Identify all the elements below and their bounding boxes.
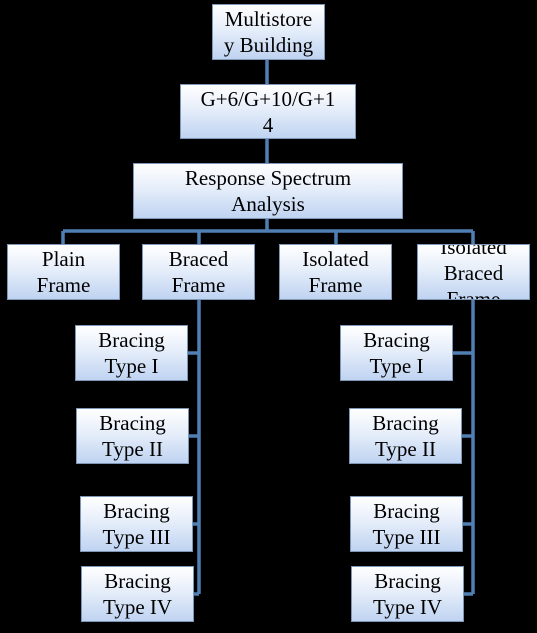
frame-isolated-braced-line-3: Frame <box>446 287 501 300</box>
analysis-line-1: Response Spectrum <box>184 166 352 190</box>
frame-isolated-braced-label: Isolated Braced Frame <box>418 244 529 300</box>
isolated-braced-type-2-label: Bracing Type II <box>350 410 461 462</box>
frame-plain-label: Plain Frame <box>8 246 119 298</box>
frame-isolated-label: Isolated Frame <box>280 246 391 298</box>
braced-type-2-node: Bracing Type II <box>76 408 189 464</box>
storeys-line-2: 4 <box>262 112 274 137</box>
braced-type-4-line-1: Bracing <box>104 569 171 593</box>
braced-type-4-line-2: Type IV <box>102 595 173 619</box>
isolated-braced-type-4-node: Bracing Type IV <box>351 566 464 622</box>
frame-plain-line-2: Frame <box>36 273 91 297</box>
isolated-braced-type-2-line-2: Type II <box>375 437 436 461</box>
braced-type-2-label: Bracing Type II <box>77 410 188 462</box>
frame-isolated-braced-node: Isolated Braced Frame <box>417 244 530 300</box>
frame-isolated-line-2: Frame <box>308 273 363 297</box>
root-line-1: Multistore <box>224 7 313 31</box>
braced-type-1-line-2: Type I <box>104 354 159 378</box>
isolated-braced-type-1-line-1: Bracing <box>363 328 430 352</box>
frame-isolated-line-1: Isolated <box>302 247 369 271</box>
braced-type-1-line-1: Bracing <box>98 328 165 352</box>
isolated-braced-type-1-line-2: Type I <box>369 354 424 378</box>
frame-plain-node: Plain Frame <box>7 244 120 300</box>
isolated-braced-type-4-label: Bracing Type IV <box>352 568 463 620</box>
frame-isolated-braced-line-2: Braced <box>443 261 504 285</box>
root-node: Multistore y Building <box>212 4 325 60</box>
isolated-braced-type-2-node: Bracing Type II <box>349 408 462 464</box>
isolated-braced-type-1-label: Bracing Type I <box>341 327 452 379</box>
analysis-line-2: Analysis <box>231 192 305 216</box>
isolated-braced-type-3-node: Bracing Type III <box>350 496 463 552</box>
frame-plain-line-1: Plain <box>41 247 86 271</box>
braced-type-1-label: Bracing Type I <box>76 327 187 379</box>
isolated-braced-type-2-line-1: Bracing <box>372 411 439 435</box>
braced-type-3-label: Bracing Type III <box>81 498 192 550</box>
braced-type-3-line-1: Bracing <box>103 499 170 523</box>
isolated-braced-type-3-line-2: Type III <box>372 525 441 549</box>
root-node-label: Multistore y Building <box>213 6 324 58</box>
isolated-braced-type-4-line-2: Type IV <box>372 595 443 619</box>
isolated-braced-type-1-node: Bracing Type I <box>340 325 453 381</box>
storeys-line-1: G+6/G+10/G+1 <box>200 86 336 111</box>
analysis-node: Response Spectrum Analysis <box>133 163 403 219</box>
storeys-node: G+6/G+10/G+1 4 <box>180 84 356 139</box>
braced-type-3-node: Bracing Type III <box>80 496 193 552</box>
braced-type-3-line-2: Type III <box>102 525 171 549</box>
isolated-braced-type-3-label: Bracing Type III <box>351 498 462 550</box>
analysis-node-label: Response Spectrum Analysis <box>134 165 402 217</box>
frame-braced-node: Braced Frame <box>142 244 255 300</box>
braced-type-1-node: Bracing Type I <box>75 325 188 381</box>
frame-braced-line-2: Frame <box>171 273 226 297</box>
braced-type-2-line-2: Type II <box>102 437 163 461</box>
braced-type-2-line-1: Bracing <box>99 411 166 435</box>
braced-type-4-label: Bracing Type IV <box>82 568 193 620</box>
isolated-braced-type-3-line-1: Bracing <box>373 499 440 523</box>
frame-braced-label: Braced Frame <box>143 246 254 298</box>
root-line-2: y Building <box>223 33 314 57</box>
isolated-braced-type-4-line-1: Bracing <box>374 569 441 593</box>
frame-isolated-node: Isolated Frame <box>279 244 392 300</box>
storeys-node-label: G+6/G+10/G+1 4 <box>181 86 355 138</box>
frame-isolated-braced-line-1: Isolated <box>440 244 507 259</box>
frame-braced-line-1: Braced <box>168 247 229 271</box>
braced-type-4-node: Bracing Type IV <box>81 566 194 622</box>
